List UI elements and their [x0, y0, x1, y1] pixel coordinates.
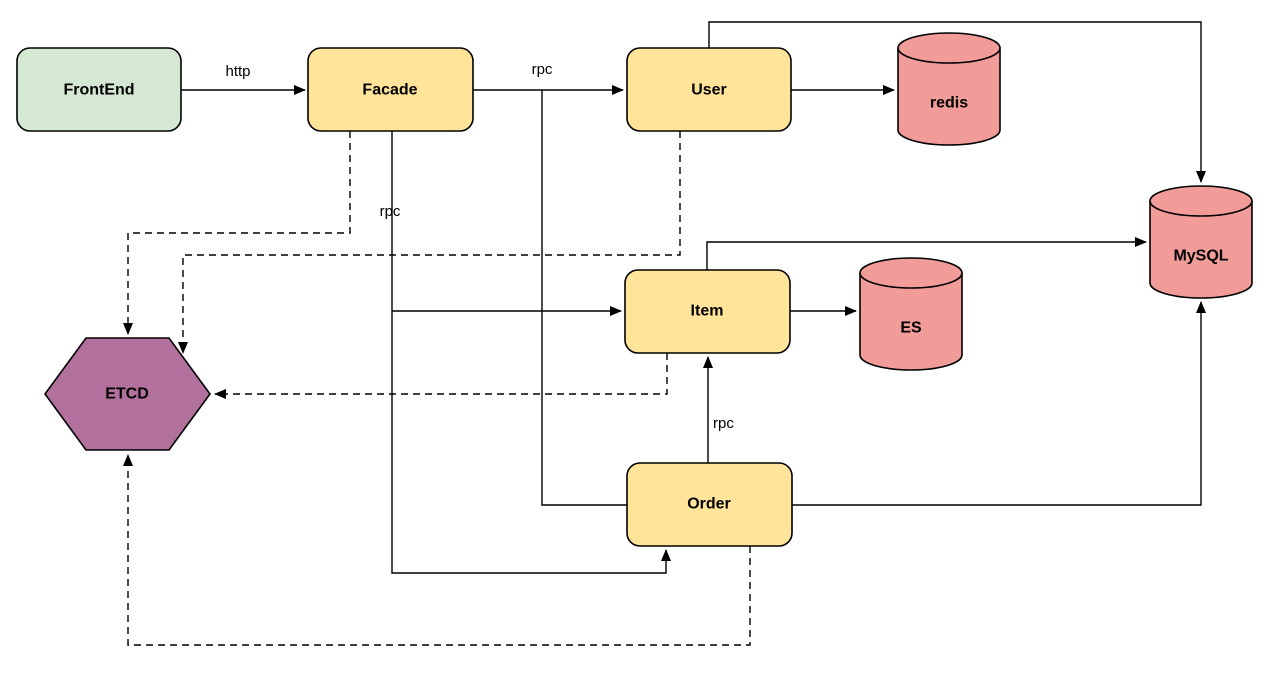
frontend-box	[16, 47, 182, 132]
es-label: ES	[900, 320, 922, 337]
edge-facade-etcd	[123, 131, 351, 335]
node-mysql: MySQL	[1149, 185, 1253, 299]
edge-order-etcd	[123, 454, 751, 646]
edge-user-mysql	[708, 21, 1206, 183]
edge-label-rpc-facade-user: rpc	[532, 61, 553, 78]
redis-cylinder-lid	[897, 47, 1001, 64]
etcd-label: ETCD	[105, 386, 149, 403]
order-box	[626, 462, 793, 547]
edge-facade-order-side	[541, 90, 627, 506]
item-box	[624, 269, 791, 354]
edge-user-etcd	[178, 131, 681, 354]
node-frontend: FrontEnd	[16, 47, 182, 132]
frontend-label: FrontEnd	[63, 82, 134, 99]
mysql-cylinder-lid	[1149, 200, 1253, 217]
node-order: Order	[626, 462, 793, 547]
node-redis: redis	[897, 32, 1001, 146]
edge-label-rpc-facade-order: rpc	[380, 203, 401, 220]
user-label: User	[691, 82, 727, 99]
etcd-hexagon	[44, 337, 211, 451]
es-cylinder	[859, 257, 963, 371]
node-es: ES	[859, 257, 963, 371]
es-cylinder-lid	[859, 272, 963, 289]
edge-label-http: http	[225, 63, 250, 80]
node-user: User	[626, 47, 792, 132]
mysql-label: MySQL	[1173, 248, 1228, 265]
redis-cylinder	[897, 32, 1001, 146]
user-box	[626, 47, 792, 132]
order-label: Order	[687, 496, 731, 513]
edge-item-mysql	[706, 237, 1147, 270]
node-item: Item	[624, 269, 791, 354]
edge-facade-order-bottom	[391, 131, 671, 574]
node-facade: Facade	[307, 47, 474, 132]
node-etcd: ETCD	[44, 337, 211, 451]
edge-label-rpc-order-item: rpc	[713, 415, 734, 432]
mysql-cylinder	[1149, 185, 1253, 299]
facade-label: Facade	[362, 82, 417, 99]
facade-box	[307, 47, 474, 132]
item-label: Item	[691, 303, 724, 320]
edge-order-mysql	[792, 301, 1206, 506]
redis-label: redis	[930, 95, 968, 112]
edge-item-etcd	[214, 353, 668, 399]
